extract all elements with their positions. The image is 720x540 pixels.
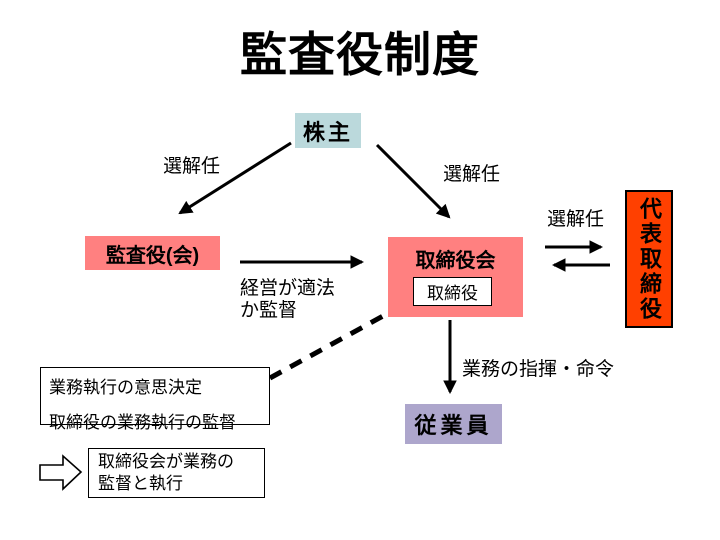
board-label: 取締役会 [415,250,496,272]
label-supervise-legality: 経営が適法 か監督 [240,278,335,322]
node-shareholders: 株主 [295,113,361,148]
legend-line1: 取締役会が業務の [98,452,234,471]
supervise-line1: 経営が適法 [240,278,336,299]
node-director: 取締役 [413,277,492,306]
legend-block-arrow-icon [39,454,83,491]
label-business-command: 業務の指揮・命令 [462,359,615,380]
decision-note-box: 業務執行の意思決定 取締役の業務執行の監督 [40,367,270,432]
label-appoint-dismiss-center: 選解任 [443,164,501,185]
legend-note-box: 取締役会が業務の 監督と執行 [88,448,265,498]
page-title: 監査役制度 [240,28,480,81]
node-board-of-directors: 取締役会 取締役 [388,237,523,317]
decision-line1: 業務執行の意思決定 [49,378,202,397]
decision-line2: 取締役の業務執行の監督 [49,413,236,432]
node-representative-director: 代表取締役 [625,190,673,328]
supervise-line2: か監督 [240,300,298,321]
label-appoint-dismiss-right: 選解任 [547,209,605,230]
legend-line2: 監督と執行 [98,474,183,493]
arrow-shareholders-to-board [375,143,451,219]
label-appoint-dismiss-left: 選解任 [163,156,221,177]
node-auditors: 監査役(会) [85,236,220,270]
node-employees: 従業員 [405,404,502,444]
